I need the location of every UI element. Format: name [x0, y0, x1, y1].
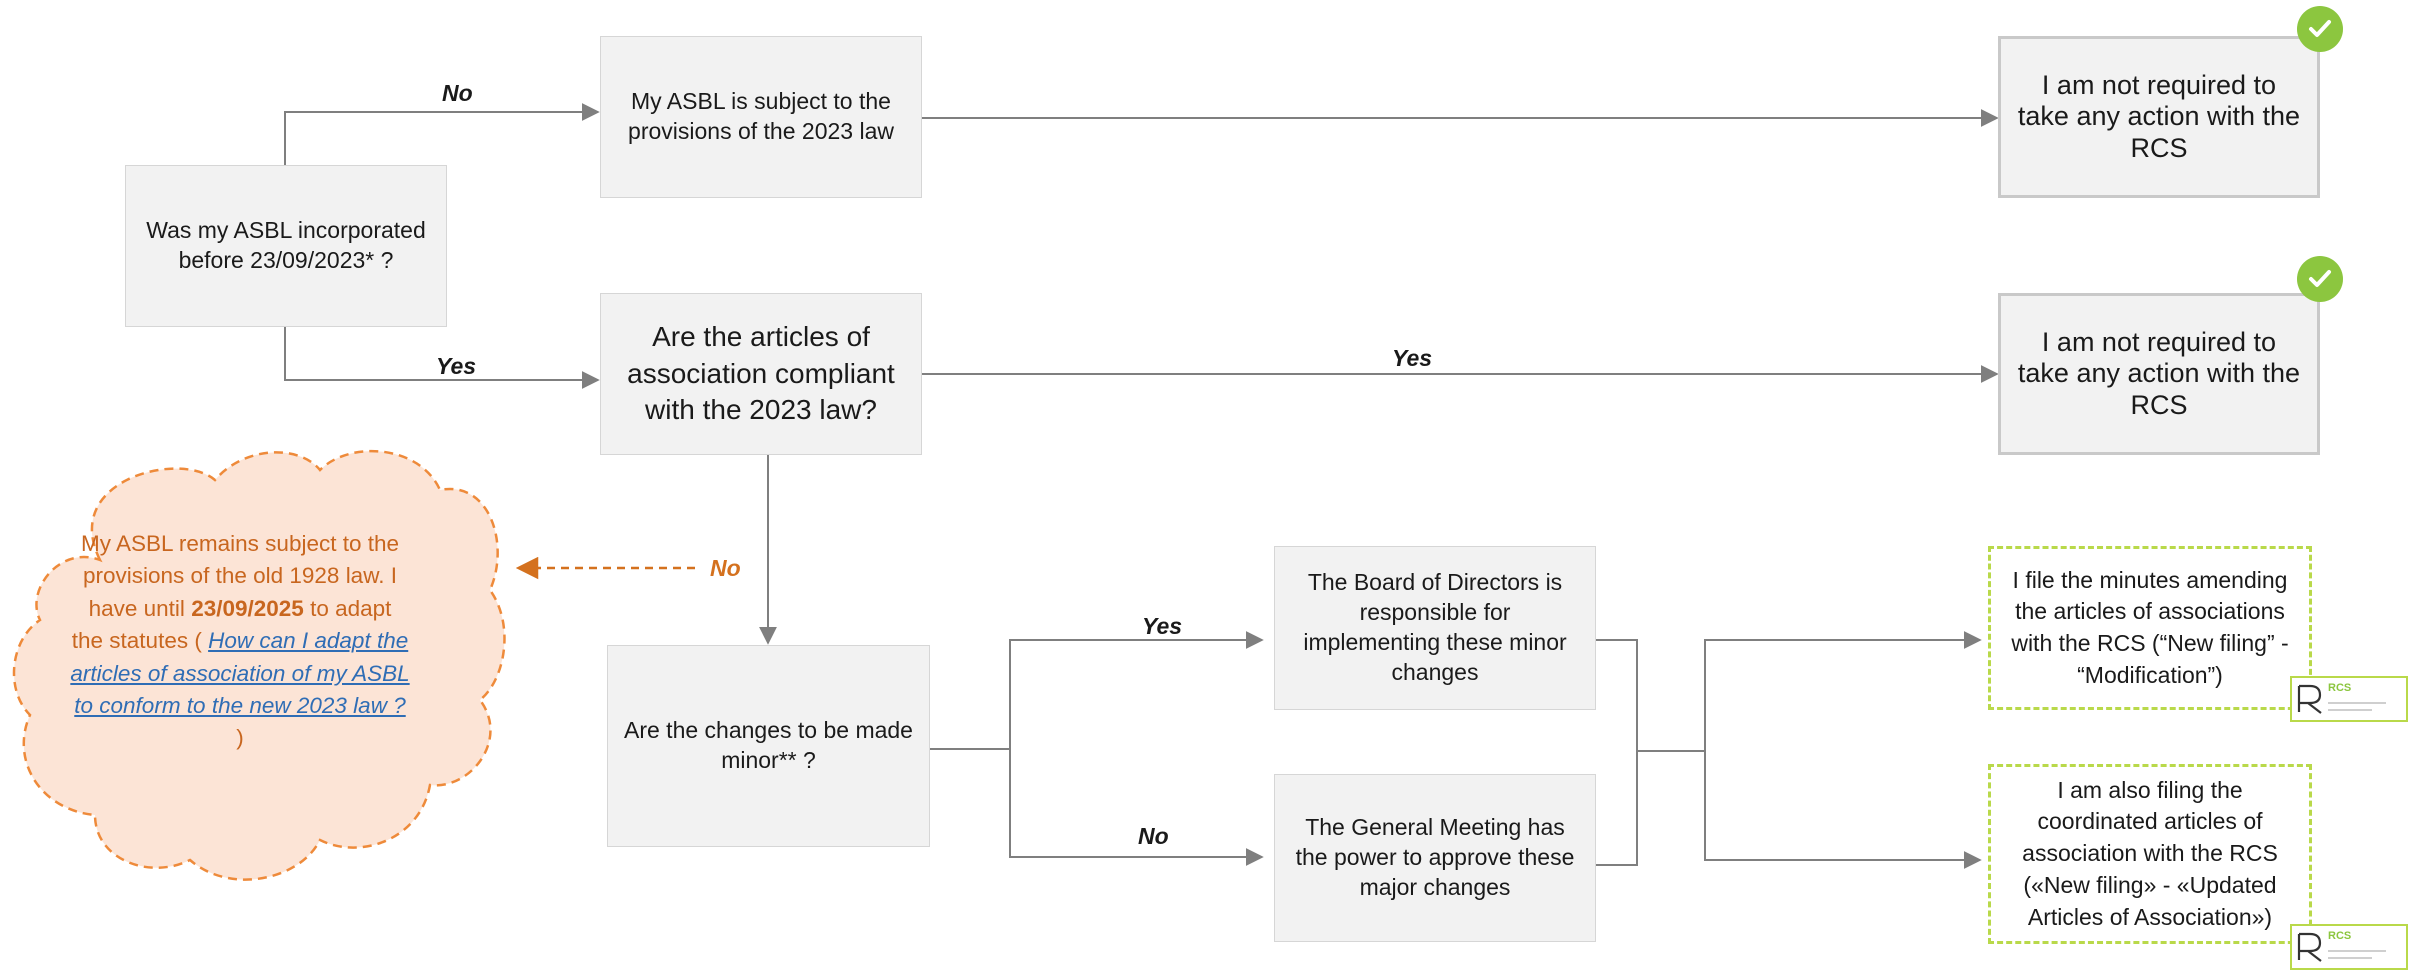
label-no-minor: No — [1138, 823, 1169, 849]
rcs-logo-icon: RCS — [2290, 924, 2408, 970]
connector-to-file-minutes — [1704, 631, 1982, 751]
cloud-text-part3: ) — [236, 725, 244, 751]
cloud-deadline: 23/09/2025 — [191, 595, 304, 621]
no-action-text-2: I am not required to take any action wit… — [2017, 326, 2301, 420]
no-action-text-1: I am not required to take any action wit… — [2017, 69, 2301, 163]
cloud-note: My ASBL remains subject to the provision… — [70, 528, 410, 755]
question-incorporated-box: Was my ASBL incorporated before 23/09/20… — [125, 165, 447, 327]
label-yes-long: Yes — [1392, 345, 1433, 371]
rcs-word: RCS — [2328, 682, 2352, 694]
rcs-word: RCS — [2328, 930, 2352, 942]
label-yes-left: Yes — [436, 353, 477, 379]
articles-compliant-text: Are the articles of association complian… — [627, 321, 895, 426]
file-minutes-text: I file the minutes amending the articles… — [2011, 566, 2289, 688]
check-circle-icon — [2297, 256, 2343, 302]
subject-2023-box: My ASBL is subject to the provisions of … — [600, 36, 922, 198]
label-no-orange: No — [710, 555, 741, 581]
connector-minor-yes — [1009, 631, 1264, 749]
no-action-box-1: I am not required to take any action wit… — [1998, 36, 2320, 198]
board-directors-box: The Board of Directors is responsible fo… — [1274, 546, 1596, 710]
cloud-text-part1: My ASBL remains subject to the provision… — [80, 531, 400, 621]
subject-2023-text: My ASBL is subject to the provisions of … — [628, 88, 894, 144]
question-incorporated-text: Was my ASBL incorporated before 23/09/20… — [146, 217, 426, 273]
check-circle-icon — [2297, 6, 2343, 52]
adapt-articles-link[interactable]: How can I adapt the articles of associat… — [70, 628, 410, 718]
changes-minor-box: Are the changes to be made minor** ? — [607, 645, 930, 847]
cloud-text-part2: to adapt the statutes ( — [71, 595, 392, 654]
general-meeting-box: The General Meeting has the power to app… — [1274, 774, 1596, 942]
board-directors-text: The Board of Directors is responsible fo… — [1303, 569, 1567, 685]
no-action-box-2: I am not required to take any action wit… — [1998, 293, 2320, 455]
rcs-logo-icon: RCS — [2290, 676, 2408, 722]
cloud-shape — [12, 449, 506, 881]
connector-to-file-coordinated — [1704, 751, 1982, 869]
articles-compliant-box: Are the articles of association complian… — [600, 293, 922, 455]
file-coordinated-box: I am also filing the coordinated article… — [1988, 764, 2312, 944]
file-minutes-box: I file the minutes amending the articles… — [1988, 546, 2312, 710]
connector-board-merge — [1596, 639, 1638, 866]
connector-yes-left — [284, 327, 600, 389]
general-meeting-text: The General Meeting has the power to app… — [1295, 814, 1575, 900]
connector-minor-no — [1009, 749, 1264, 866]
connector-no-top — [284, 103, 600, 165]
file-coordinated-text: I am also filing the coordinated article… — [2022, 776, 2278, 930]
label-no-top: No — [442, 80, 473, 106]
changes-minor-text: Are the changes to be made minor** ? — [624, 717, 913, 773]
label-yes-minor: Yes — [1142, 613, 1183, 639]
